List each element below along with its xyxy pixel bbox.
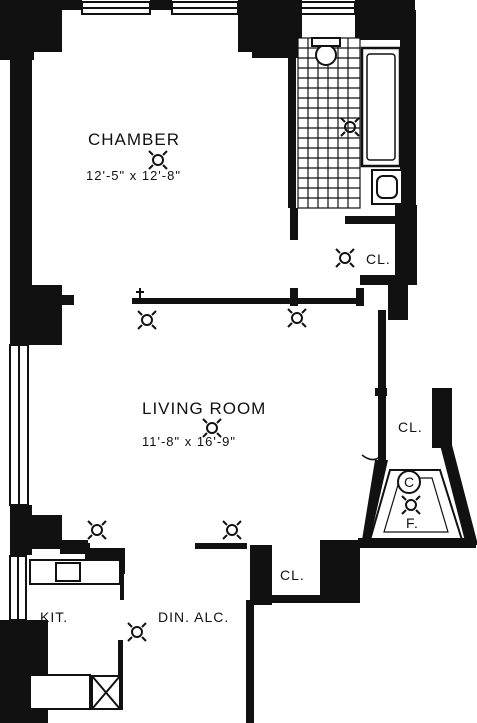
- light-fixture-icon: [222, 520, 242, 540]
- fireplace: [368, 469, 464, 541]
- chamber-label: CHAMBER: [88, 130, 180, 149]
- living-room-dimensions: 11'-8" x 16'-9": [142, 434, 236, 449]
- door-swings: [361, 454, 381, 461]
- sink: [371, 169, 403, 205]
- light-fixture-icon: [202, 418, 222, 438]
- light-fixture-icon: [335, 248, 355, 268]
- kitchen-label: KIT.: [40, 609, 68, 625]
- outlet-icon: [136, 288, 144, 298]
- living-room-label: LIVING ROOM: [142, 399, 266, 418]
- bottom-closet-label: CL.: [280, 567, 305, 583]
- chamber-closet-label: CL.: [366, 251, 391, 267]
- chamber-dimensions: 12'-5" x 12'-8": [86, 168, 181, 183]
- stove: [29, 674, 91, 710]
- dining-alcove-label: DIN. ALC.: [158, 609, 229, 625]
- light-fixture-icon: [340, 117, 360, 137]
- light-fixture-icon: [137, 310, 157, 330]
- light-fixture-icon: [127, 622, 147, 642]
- light-fixture-icon: [148, 150, 168, 170]
- right-closet-label: CL.: [398, 419, 423, 435]
- toilet: [311, 37, 341, 66]
- light-fixture-icon: [287, 308, 307, 328]
- fireplace-label: F.: [406, 515, 419, 531]
- windows: [9, 1, 356, 621]
- fireplace-symbol-icon: [397, 470, 421, 494]
- light-fixtures: [87, 117, 421, 642]
- light-fixture-icon: [401, 495, 421, 515]
- bathtub: [360, 46, 402, 168]
- light-fixture-icon: [87, 520, 107, 540]
- kitchen-fixtures: [29, 559, 121, 710]
- fireplace-symbol-label: C: [404, 474, 415, 490]
